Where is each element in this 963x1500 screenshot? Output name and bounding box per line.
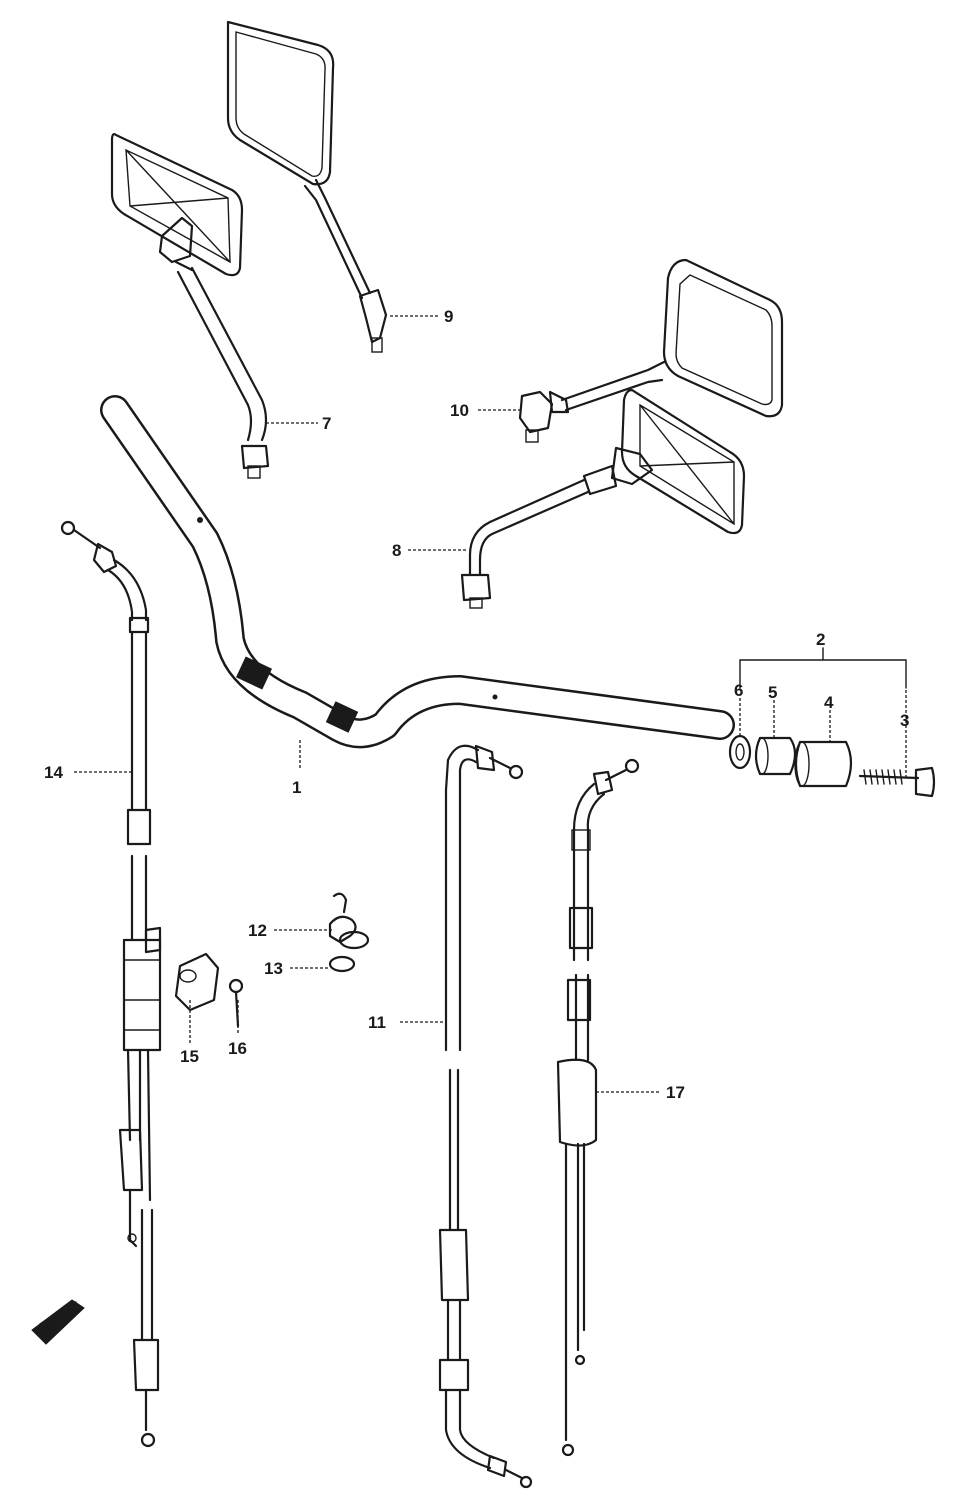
mirror-left bbox=[110, 133, 270, 479]
label-part-6: 6 bbox=[734, 681, 743, 700]
label-part-7: 7 bbox=[322, 414, 331, 433]
bar-end-balancer bbox=[728, 647, 936, 798]
label-part-14: 14 bbox=[44, 763, 63, 782]
label-part-2: 2 bbox=[816, 630, 825, 649]
mirror-right-lower bbox=[460, 388, 746, 609]
label-part-9: 9 bbox=[444, 307, 453, 326]
label-part-3: 3 bbox=[900, 711, 909, 730]
label-part-16: 16 bbox=[228, 1039, 247, 1058]
label-part-15: 15 bbox=[180, 1047, 199, 1066]
label-part-4: 4 bbox=[824, 693, 834, 712]
cable-left bbox=[60, 520, 162, 1448]
mirror-right-upper bbox=[518, 258, 784, 443]
mirror-top bbox=[226, 20, 388, 353]
label-part-12: 12 bbox=[248, 921, 267, 940]
leader-lines bbox=[74, 315, 907, 1093]
label-part-11: 11 bbox=[368, 1013, 386, 1032]
cable-middle bbox=[438, 744, 533, 1489]
label-part-17: 17 bbox=[666, 1083, 685, 1102]
tool-glyph bbox=[31, 1299, 85, 1345]
label-part-5: 5 bbox=[768, 683, 777, 702]
cable-right bbox=[556, 758, 640, 1457]
label-part-10: 10 bbox=[450, 401, 469, 420]
label-part-8: 8 bbox=[392, 541, 401, 560]
part-labels: 1 2 3 4 5 6 7 8 9 10 11 12 13 14 15 16 1… bbox=[44, 307, 909, 1102]
handlebar bbox=[100, 395, 735, 749]
label-part-13: 13 bbox=[264, 959, 283, 978]
label-part-1: 1 bbox=[292, 778, 301, 797]
